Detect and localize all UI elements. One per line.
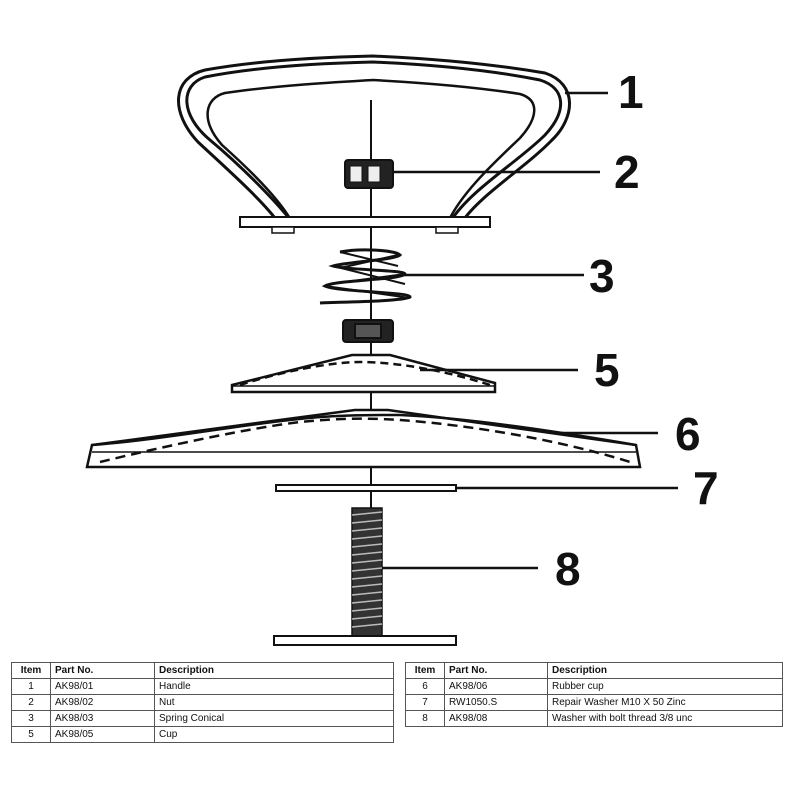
exploded-view-diagram: 1 2 3 5 6 7 8 (85, 54, 719, 646)
cell-item: 1 (11, 678, 51, 695)
cell-description: Cup (154, 726, 394, 743)
cell-item: 3 (11, 710, 51, 727)
cell-part-no: AK98/02 (50, 694, 155, 711)
callout-6: 6 (675, 408, 701, 460)
rubber-cup-part (85, 408, 642, 469)
table-row: 8 AK98/08 Washer with bolt thread 3/8 un… (405, 710, 783, 727)
callout-leaders (382, 91, 678, 570)
table-header-row: Item Part No. Description (11, 662, 394, 679)
cell-part-no: AK98/03 (50, 710, 155, 727)
table-row: 5 AK98/05 Cup (11, 726, 394, 743)
nut-part-top (344, 159, 394, 189)
cell-description: Nut (154, 694, 394, 711)
header-part-no: Part No. (50, 662, 155, 679)
cell-item: 2 (11, 694, 51, 711)
cell-description: Rubber cup (547, 678, 783, 695)
header-item: Item (405, 662, 445, 679)
handle-part (177, 54, 571, 234)
callout-8: 8 (555, 543, 581, 595)
cell-item: 6 (405, 678, 445, 695)
header-part-no: Part No. (444, 662, 548, 679)
parts-table-right: Item Part No. Description 6 AK98/06 Rubb… (405, 662, 783, 727)
cell-description: Spring Conical (154, 710, 394, 727)
cell-item: 7 (405, 694, 445, 711)
cell-item: 8 (405, 710, 445, 727)
cell-part-no: AK98/06 (444, 678, 548, 695)
parts-table-left: Item Part No. Description 1 AK98/01 Hand… (11, 662, 394, 743)
table-row: 1 AK98/01 Handle (11, 678, 394, 695)
cell-description: Washer with bolt thread 3/8 unc (547, 710, 783, 727)
header-description: Description (154, 662, 394, 679)
nut-part-lower (342, 319, 394, 343)
header-item: Item (11, 662, 51, 679)
table-row: 2 AK98/02 Nut (11, 694, 394, 711)
table-row: 7 RW1050.S Repair Washer M10 X 50 Zinc (405, 694, 783, 711)
table-row: 6 AK98/06 Rubber cup (405, 678, 783, 695)
callout-5: 5 (594, 344, 620, 396)
callout-1: 1 (618, 66, 644, 118)
cell-description: Repair Washer M10 X 50 Zinc (547, 694, 783, 711)
callout-7: 7 (693, 462, 719, 514)
header-description: Description (547, 662, 783, 679)
repair-washer-part (275, 484, 457, 492)
conical-spring-part (319, 248, 412, 305)
table-row: 3 AK98/03 Spring Conical (11, 710, 394, 727)
cell-part-no: AK98/05 (50, 726, 155, 743)
callout-3: 3 (589, 250, 615, 302)
callout-2: 2 (614, 146, 640, 198)
cell-part-no: AK98/08 (444, 710, 548, 727)
cup-part (230, 353, 497, 394)
cell-item: 5 (11, 726, 51, 743)
table-header-row: Item Part No. Description (405, 662, 783, 679)
cell-description: Handle (154, 678, 394, 695)
cell-part-no: RW1050.S (444, 694, 548, 711)
bolt-washer-part (273, 507, 457, 646)
cell-part-no: AK98/01 (50, 678, 155, 695)
